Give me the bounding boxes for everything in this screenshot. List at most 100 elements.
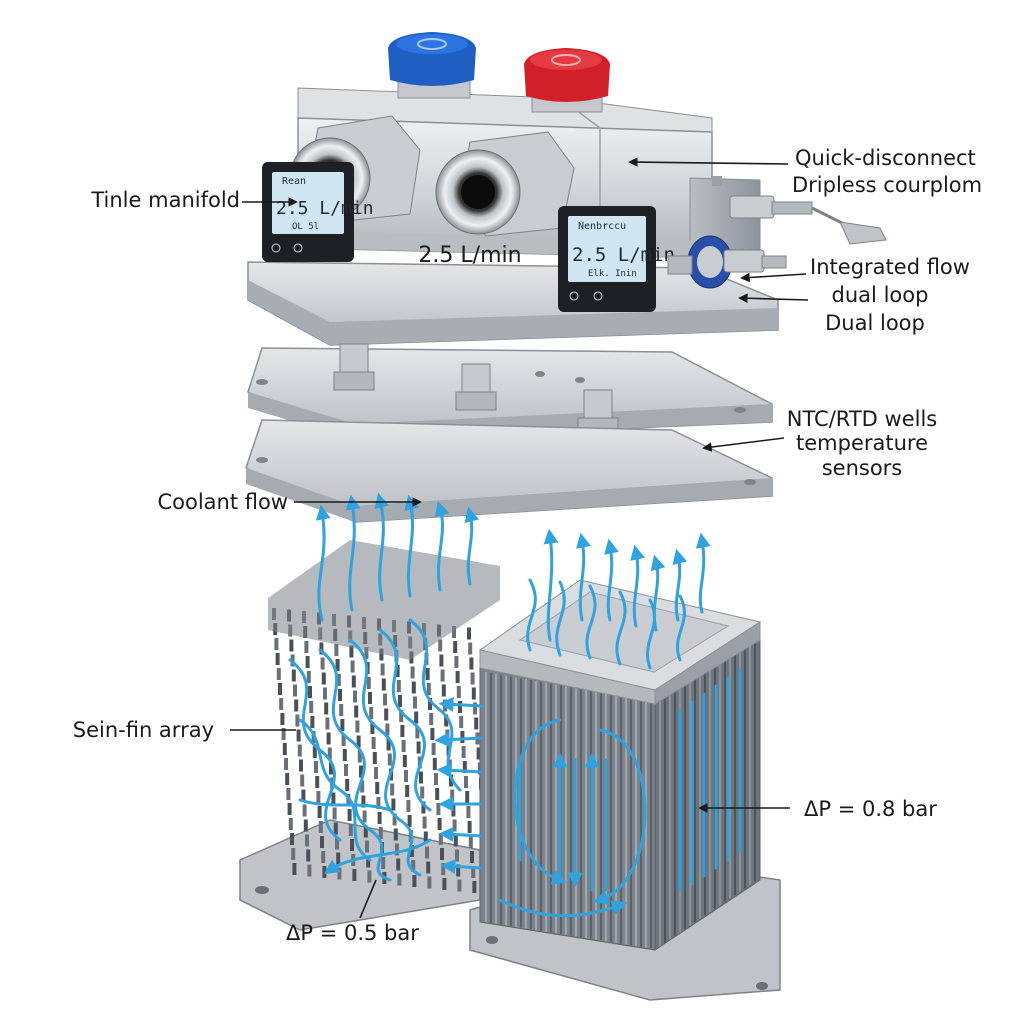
pin-fin: [365, 840, 369, 853]
pin-fin: [372, 752, 377, 764]
pin-fin: [350, 660, 355, 673]
label-coolant-flow: Coolant flow: [157, 490, 288, 514]
pin-fin: [468, 642, 473, 655]
pin-fin: [461, 746, 466, 758]
pin-fin: [384, 708, 389, 721]
pin-fin: [432, 758, 437, 770]
pin-fin: [293, 684, 297, 697]
pin-fin: [278, 683, 282, 695]
quick-disconnect-fitting[interactable]: [712, 176, 887, 245]
display-right-button[interactable]: [569, 291, 579, 301]
pin-fin: [359, 765, 363, 778]
pin-fin: [452, 819, 457, 832]
pin-fin: [342, 749, 347, 761]
pin-fin: [280, 713, 285, 725]
pin-fin: [455, 849, 459, 862]
pin-fin: [395, 665, 400, 677]
pin-fin: [371, 737, 376, 749]
pin-fin: [321, 672, 326, 685]
sensor-well-2: [455, 363, 497, 411]
pin-fin: [468, 836, 473, 848]
display-left-button-2[interactable]: [293, 243, 303, 253]
pin-fin: [366, 677, 371, 689]
pin-fin: [353, 690, 357, 703]
label-quick-disconnect: Quick-disconnect: [795, 146, 976, 170]
display-left-header: Rean: [282, 176, 306, 187]
pin-fin: [396, 858, 401, 871]
pin-fin: [349, 645, 354, 658]
pin-fin: [364, 647, 369, 659]
pin-fin: [281, 728, 286, 740]
pin-fin: [310, 716, 315, 728]
pin-fin: [451, 804, 456, 817]
pin-fin: [429, 713, 434, 725]
pin-fin: [301, 789, 306, 802]
pin-fin: [467, 821, 472, 833]
pin-fin: [397, 873, 402, 886]
pin-fin: [423, 831, 428, 844]
pin-fin: [404, 770, 408, 782]
pin-fin: [456, 864, 461, 877]
pin-fin: [335, 659, 340, 671]
pin-fin: [337, 867, 342, 880]
pin-fin: [425, 668, 430, 680]
hot-knob[interactable]: [524, 48, 610, 113]
pin-fin: [457, 879, 462, 892]
pin-fin: [420, 786, 425, 799]
pin-fin: [334, 644, 339, 656]
pin-fin: [290, 833, 294, 845]
pin-fin: [339, 704, 344, 716]
pin-fin: [411, 860, 416, 872]
pin-fin: [305, 656, 310, 668]
pin-fin: [476, 747, 481, 760]
pin-fin: [400, 725, 405, 737]
pin-fin: [467, 627, 471, 640]
pin-fin: [456, 686, 461, 698]
pin-fin: [362, 810, 367, 823]
integrated-flow-fitting[interactable]: [667, 235, 787, 289]
pin-fin: [347, 809, 352, 821]
display-left-button[interactable]: [271, 243, 281, 253]
pin-fin: [434, 773, 438, 785]
pin-fin: [306, 849, 311, 862]
pin-fin: [437, 818, 442, 830]
pin-fin: [341, 734, 346, 746]
pin-fin: [444, 714, 449, 727]
pin-fin: [450, 789, 455, 802]
pin-fin: [355, 720, 360, 733]
pin-fin: [401, 740, 406, 752]
pin-fin: [464, 776, 468, 788]
pin-fin: [440, 848, 444, 860]
pin-fin: [376, 797, 381, 809]
pin-fin: [291, 669, 296, 682]
pin-fin: [410, 845, 414, 857]
pin-fin: [374, 767, 378, 779]
leader-quick-disconnect: [628, 157, 789, 167]
pin-fin: [295, 714, 300, 727]
pin-fin: [345, 779, 350, 791]
pin-fin: [320, 836, 324, 848]
pin-fin: [296, 729, 301, 742]
pin-fin: [340, 719, 345, 731]
pin-fin: [327, 747, 332, 760]
pin-fin: [470, 851, 474, 863]
pin-fin: [396, 680, 401, 692]
label-dual-loop-a: dual loop: [831, 283, 929, 307]
leader-temperature-sensors: [702, 437, 785, 452]
pin-fin: [303, 819, 308, 832]
pin-fin: [421, 801, 426, 814]
pin-fin: [472, 881, 477, 893]
pin-fin: [276, 668, 281, 680]
pin-fin: [473, 702, 477, 715]
cold-knob[interactable]: [388, 32, 476, 99]
pin-fin: [392, 813, 397, 826]
pin-fin: [406, 800, 411, 812]
display-right-button-2[interactable]: [593, 291, 603, 301]
pin-fin: [399, 710, 404, 722]
pin-fin: [368, 692, 372, 704]
leader-dp-left: [359, 879, 377, 919]
label-dripless-coupling: Dripless courplom: [792, 173, 983, 197]
pin-fin: [466, 806, 471, 818]
display-right-value: 2.5 L/min: [572, 244, 675, 266]
pin-fin: [413, 696, 417, 709]
